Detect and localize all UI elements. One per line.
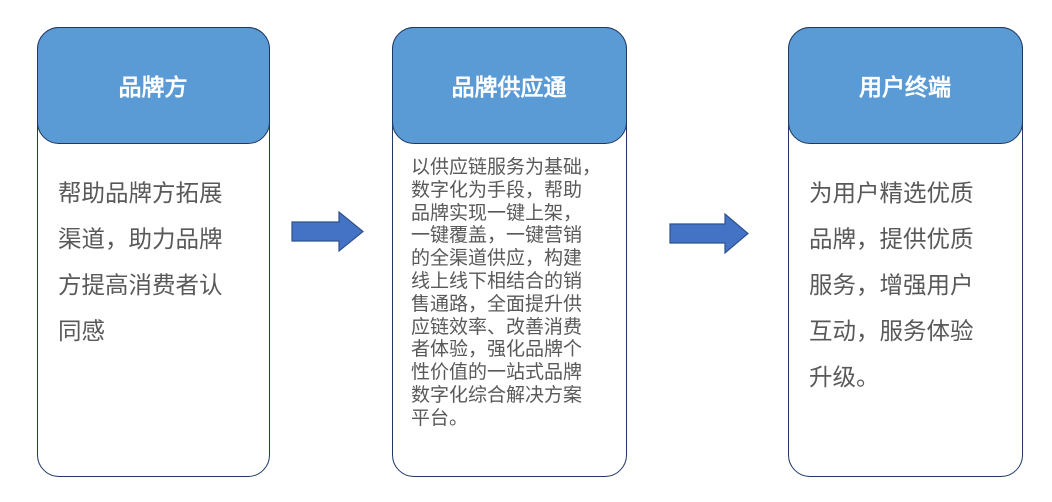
body-line: 线上线下相结合的销 (411, 269, 583, 292)
body-line: 平台。 (411, 406, 469, 429)
body-line: 品牌实现一键上架， (411, 201, 583, 224)
body-line: 性价值的一站式品牌 (411, 361, 583, 384)
body-line: 帮助品牌方拓展 (58, 179, 223, 207)
card-user-terminal-header: 用户终端 (787, 26, 1023, 144)
body-line: 数字化为手段，帮助 (411, 178, 583, 201)
card-user-terminal: 用户终端 为用户精选优质 品牌，提供优质 服务，增强用户 互动，服务体验 升级。 (787, 26, 1023, 477)
body-line: 以供应链服务为基础， (411, 156, 602, 178)
body-line: 的全渠道供应，构建 (411, 247, 583, 270)
card-supply: 品牌供应通 以供应链服务为基础， 数字化为手段，帮助 品牌实现一键上架， 一键覆… (391, 26, 627, 477)
arrow-right-icon (291, 211, 364, 253)
body-line: 数字化综合解决方案 (411, 383, 583, 406)
card-brand-header: 品牌方 (36, 26, 270, 144)
body-line: 者体验，强化品牌个 (411, 338, 583, 361)
body-line: 售通路，全面提升供 (411, 292, 583, 315)
card-brand: 品牌方 帮助品牌方拓展 渠道，助力品牌 方提高消费者认 同感 (36, 26, 270, 477)
card-user-terminal-body: 为用户精选优质 品牌，提供优质 服务，增强用户 互动，服务体验 升级。 (809, 170, 1012, 400)
body-line: 应链效率、改善消费 (411, 315, 583, 338)
card-supply-body: 以供应链服务为基础， 数字化为手段，帮助 品牌实现一键上架， 一键覆盖，一键营销… (411, 156, 616, 430)
body-line: 渠道，助力品牌 (58, 225, 223, 253)
body-line: 为用户精选优质 (809, 179, 974, 207)
body-line: 服务，增强用户 (809, 271, 974, 299)
body-line: 同感 (58, 317, 105, 345)
body-line: 一键覆盖，一键营销 (411, 224, 583, 247)
body-line: 升级。 (809, 363, 880, 391)
card-brand-body: 帮助品牌方拓展 渠道，助力品牌 方提高消费者认 同感 (58, 170, 259, 354)
arrow-right-icon (669, 213, 749, 255)
card-supply-header: 品牌供应通 (391, 26, 627, 144)
body-line: 品牌，提供优质 (809, 225, 974, 253)
body-line: 方提高消费者认 (58, 271, 223, 299)
body-line: 互动，服务体验 (809, 317, 974, 345)
